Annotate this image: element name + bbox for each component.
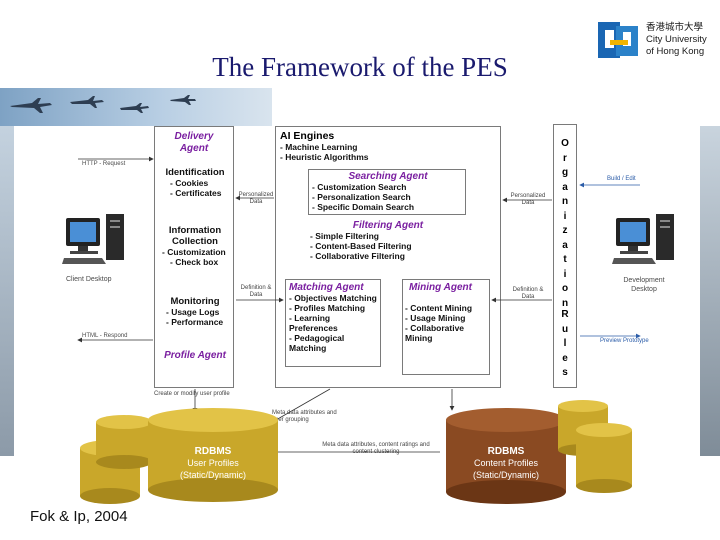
ai-engines-title: AI Engines [280, 130, 335, 142]
delivery-agent-heading: Delivery Agent [174, 131, 214, 154]
identification-block: Identification - Cookies - Certificates [158, 167, 232, 199]
filtering-agent-heading: Filtering Agent [352, 220, 424, 231]
organization-rules-column [553, 124, 577, 388]
organization-label: O r g a n i z a t i o n [553, 137, 577, 311]
rules-letter: e [562, 352, 568, 364]
organization-letter: g [561, 167, 569, 178]
searching-agent-block: Searching Agent - Customization Search -… [312, 171, 464, 212]
information-collection-title: Information Collection [168, 225, 222, 247]
matching-agent-block: Matching Agent - Objectives Matching - P… [289, 282, 379, 353]
filtering-agent-item: - Simple Filtering [310, 231, 379, 241]
matching-agent-heading: Matching Agent [289, 282, 364, 293]
cityu-logo-text: 香港城市大學 City University of Hong Kong [646, 22, 707, 58]
mining-agent-block: Mining Agent - Content Mining - Usage Mi… [405, 282, 489, 343]
development-desktop-label: Development Desktop [623, 277, 665, 293]
matching-agent-box [285, 279, 381, 367]
organization-letter: a [562, 181, 568, 193]
matching-agent-item: - Profiles Matching [289, 303, 366, 313]
organization-letter: a [562, 239, 568, 251]
matching-agent-item: - Objectives Matching [289, 293, 377, 303]
identification-title: Identification [165, 167, 225, 178]
identification-item: - Cookies [170, 178, 209, 188]
html-respond-label: HTML - Respond [82, 333, 128, 339]
ai-engines-item: - Heuristic Algorithms [280, 152, 369, 162]
organization-letter: O [561, 138, 569, 149]
logo-line-english-1: City University [646, 34, 707, 45]
definition-data-left-label: Definition & Data [240, 285, 272, 298]
client-desktop-computer-icon [62, 214, 124, 264]
information-collection-item: - Check box [170, 257, 219, 267]
identification-item: - Certificates [170, 188, 222, 198]
aircraft-banner-image [0, 88, 272, 126]
filtering-agent-item: - Collaborative Filtering [310, 251, 405, 261]
mining-agent-heading: Mining Agent [409, 282, 472, 293]
searching-agent-item: - Personalization Search [312, 192, 411, 202]
information-collection-block: Information Collection - Customization -… [158, 225, 232, 267]
development-desktop-computer-icon [612, 214, 674, 264]
client-desktop-label: Client Desktop [66, 276, 112, 283]
definition-data-right-label: Definition & Data [512, 287, 544, 300]
organization-letter: z [562, 225, 568, 236]
filtering-agent-item: - Content-Based Filtering [310, 241, 412, 251]
searching-agent-heading: Searching Agent [348, 171, 428, 182]
personalized-data-right-label: Personalized Data [510, 193, 546, 206]
meta-user-label: Meta data attributes and user grouping [272, 410, 337, 423]
mining-agent-box [402, 279, 490, 375]
user-db-line: (Static/Dynamic) [179, 470, 246, 480]
ai-engines-block: AI Engines - Machine Learning - Heuristi… [280, 130, 368, 162]
organization-letter: t [563, 254, 567, 265]
rules-letter: s [562, 367, 568, 378]
content-profiles-database-icon [446, 400, 632, 504]
matching-agent-item: - Learning Preferences [289, 313, 338, 333]
filtering-agent-block: Filtering Agent - Simple Filtering - Con… [310, 220, 466, 261]
monitoring-item: - Usage Logs [166, 307, 220, 317]
matching-agent-item: - Pedagogical Matching [289, 333, 345, 353]
searching-agent-item: - Customization Search [312, 182, 407, 192]
rules-label: R u l e s [553, 308, 577, 381]
ai-engines-item: - Machine Learning [280, 142, 358, 152]
profile-agent-heading: Profile Agent [164, 350, 226, 361]
content-profiles-database: RDBMS Content Profiles (Static/Dynamic) [446, 446, 566, 481]
logo-line-chinese: 香港城市大學 [646, 22, 704, 33]
organization-letter: r [563, 152, 567, 164]
user-db-title: RDBMS [194, 446, 232, 457]
rules-letter: l [563, 338, 567, 349]
left-decorative-strip [0, 126, 14, 456]
mining-agent-item: - Content Mining [405, 303, 473, 313]
content-db-line: (Static/Dynamic) [472, 470, 539, 480]
preview-prototype-label: Preview Prototype [600, 338, 649, 344]
organization-letter: o [561, 283, 569, 294]
searching-agent-item: - Specific Domain Search [312, 202, 415, 212]
meta-content-label: Meta data attributes, content ratings an… [322, 442, 430, 455]
organization-letter: n [561, 196, 569, 207]
information-collection-item: - Customization [162, 247, 226, 257]
content-db-line: Content Profiles [473, 458, 539, 468]
logo-line-english-2: of Hong Kong [646, 46, 705, 57]
searching-agent-box [308, 169, 466, 215]
citation-footer: Fok & Ip, 2004 [30, 508, 128, 525]
build-edit-label: Build / Edit [607, 176, 636, 182]
rules-letter: u [561, 323, 569, 335]
right-decorative-strip [700, 126, 720, 456]
user-profiles-database-icon [80, 408, 278, 504]
page-title: The Framework of the PES [212, 52, 508, 82]
mining-agent-item: - Usage Mining [405, 313, 466, 323]
organization-letter: i [563, 268, 567, 280]
monitoring-item: - Performance [166, 317, 224, 327]
user-profiles-database: RDBMS User Profiles (Static/Dynamic) [150, 446, 276, 481]
mining-agent-item: - Collaborative Mining [405, 323, 465, 343]
aircraft-icon [10, 95, 196, 113]
delivery-profile-column [154, 126, 234, 388]
organization-letter: i [563, 210, 567, 222]
monitoring-title: Monitoring [170, 296, 220, 307]
cityu-logo-icon [598, 22, 638, 58]
organization-letter: n [561, 297, 569, 309]
user-db-line: User Profiles [187, 458, 239, 468]
create-profile-label: Create or modify user profile [154, 391, 230, 397]
personalized-data-left-label: Personalized Data [238, 192, 274, 205]
http-request-label: HTTP - Request [82, 161, 126, 167]
content-db-title: RDBMS [487, 446, 525, 457]
rules-letter: R [561, 309, 569, 320]
monitoring-block: Monitoring - Usage Logs - Performance [158, 296, 232, 328]
